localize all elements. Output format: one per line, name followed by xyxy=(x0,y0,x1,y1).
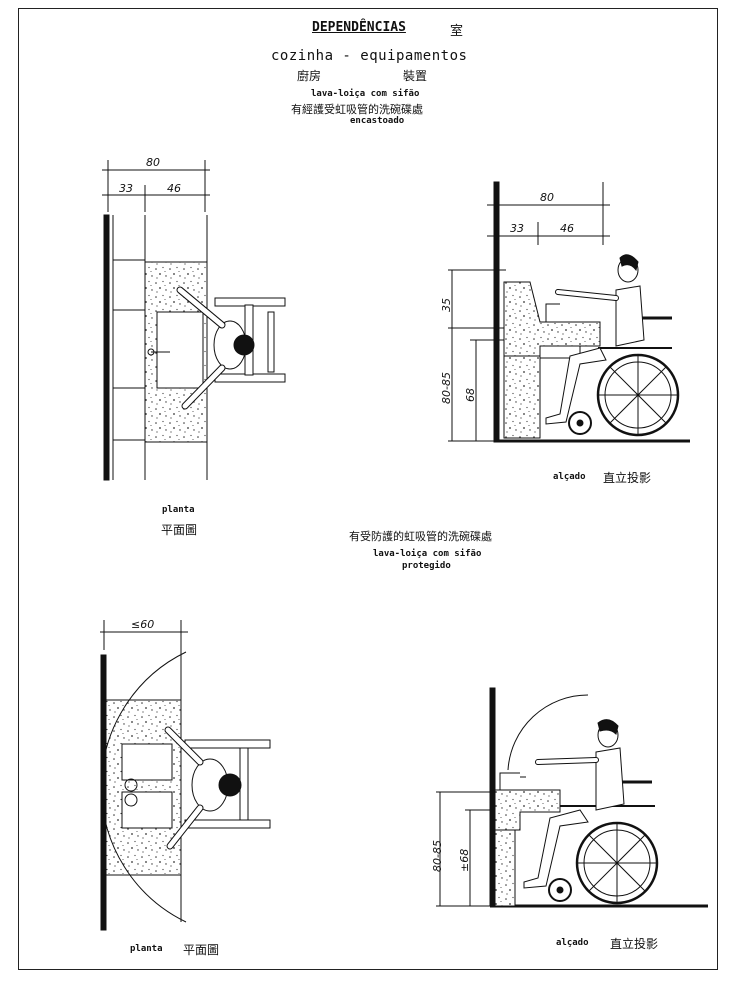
top-plan-drawing xyxy=(102,160,286,481)
bottom-plan-label-pt: planta xyxy=(130,944,163,954)
top-plan-label-pt: planta xyxy=(162,505,195,515)
top-elev-dim-v2: 80-85 xyxy=(440,372,453,404)
page-frame xyxy=(18,8,718,970)
subtitle-cn-right: 裝置 xyxy=(403,69,428,83)
bottom-caption-cn: 有受防護的虹吸管的洗碗碟處 xyxy=(349,530,492,543)
top-elev-dim-v1: 35 xyxy=(440,298,453,312)
top-plan-dim-left: 33 xyxy=(119,182,133,195)
top-elev-dim-v3: 68 xyxy=(464,388,477,402)
page-subtitle: cozinha - equipamentos xyxy=(271,48,468,64)
top-elev-label-pt: alçado xyxy=(553,472,586,482)
top-elev-dim-left: 33 xyxy=(510,222,524,235)
page-title-cn: 室 xyxy=(450,24,464,39)
top-plan-dim-right: 46 xyxy=(167,182,181,195)
bottom-plan-label-cn: 平面圖 xyxy=(183,943,220,957)
top-elev-dim-right: 46 xyxy=(560,222,574,235)
top-elev-dim-total: 80 xyxy=(540,191,554,204)
page-title: DEPENDÊNCIAS xyxy=(312,20,406,35)
bottom-plan-drawing xyxy=(100,620,271,931)
top-elevation-drawing xyxy=(448,181,690,443)
bottom-elev-dim-v1: 80-85 xyxy=(431,840,444,872)
bottom-elevation-drawing xyxy=(436,687,708,908)
bottom-caption-pt: lava-loiça com sifão xyxy=(373,549,482,559)
top-elev-label-cn: 直立投影 xyxy=(603,471,652,485)
bottom-plan-dim-total: ≤60 xyxy=(131,618,154,631)
top-caption-pt2: encastoado xyxy=(350,116,405,126)
top-caption-cn: 有經護受虹吸管的洗碗碟處 xyxy=(291,103,423,116)
bottom-elev-label-pt: alçado xyxy=(556,938,589,948)
top-plan-label-cn: 平面圖 xyxy=(161,523,198,537)
top-plan-dim-total: 80 xyxy=(146,156,160,169)
subtitle-cn-left: 廚房 xyxy=(297,69,322,83)
bottom-caption-pt2: protegido xyxy=(402,561,451,571)
top-caption-pt: lava-loiça com sifão xyxy=(311,89,420,99)
bottom-elev-dim-v2: ±68 xyxy=(458,849,471,872)
bottom-elev-label-cn: 直立投影 xyxy=(610,937,659,951)
